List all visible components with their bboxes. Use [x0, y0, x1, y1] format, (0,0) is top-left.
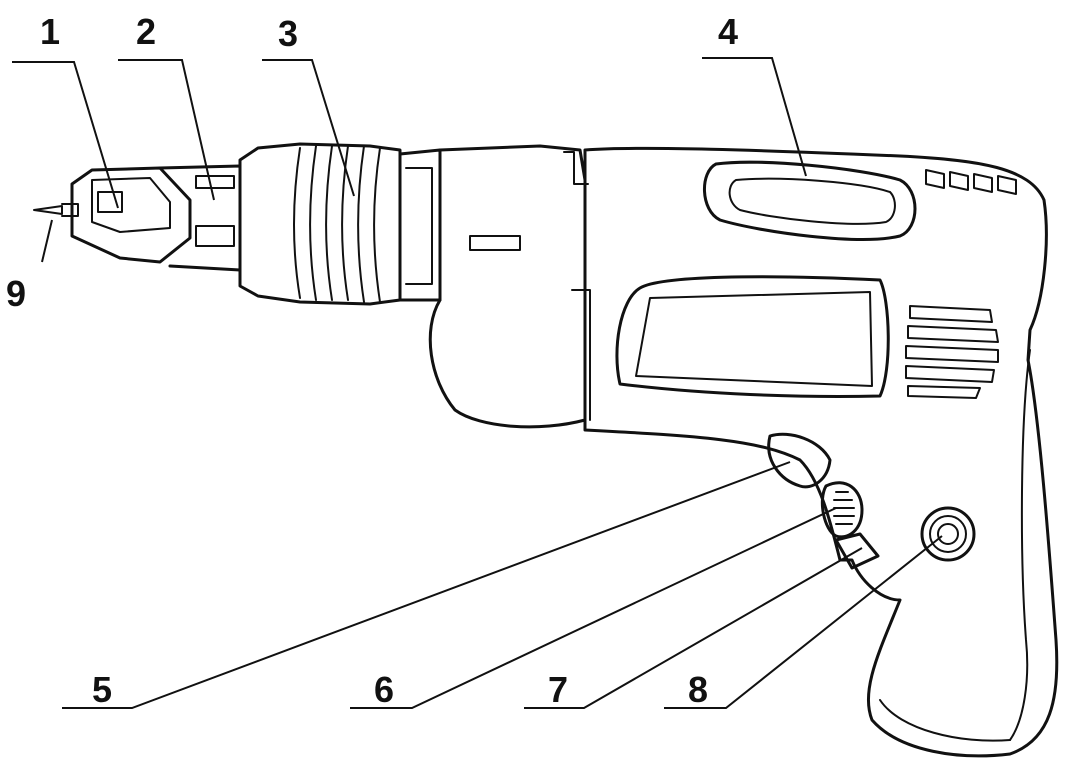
part-labels: 1 2 3 4 9 5 6 7 8 [6, 11, 738, 710]
leader-7 [524, 547, 863, 709]
leader-5 [62, 461, 791, 709]
speed-wheel [820, 481, 864, 539]
label-9: 9 [6, 273, 26, 314]
leader-4 [702, 57, 807, 177]
leader-lines [12, 57, 943, 709]
depth-locator [70, 166, 192, 264]
top-vents [925, 169, 1017, 195]
leader-9 [41, 219, 53, 263]
label-5: 5 [92, 669, 112, 710]
label-2: 2 [136, 11, 156, 52]
label-3: 3 [278, 13, 298, 54]
handle-grip [1009, 349, 1031, 741]
leader-3 [262, 59, 355, 197]
label-7: 7 [548, 669, 568, 710]
drill-drawing [33, 142, 1059, 758]
handle-grip-top [703, 160, 917, 241]
bit-tip [33, 203, 79, 217]
label-6: 6 [374, 669, 394, 710]
side-window [615, 275, 890, 398]
side-vents [905, 305, 999, 399]
reverse-switch [834, 532, 880, 570]
label-1: 1 [40, 11, 60, 52]
leader-6 [350, 507, 837, 709]
lock-button [920, 506, 976, 562]
label-8: 8 [688, 669, 708, 710]
leader-1 [12, 61, 119, 209]
label-4: 4 [718, 11, 738, 52]
leader-2 [118, 59, 215, 201]
ribbed-collar [238, 142, 402, 306]
motor-housing [583, 146, 1059, 758]
gear-housing [428, 144, 587, 429]
leader-8 [664, 535, 943, 709]
